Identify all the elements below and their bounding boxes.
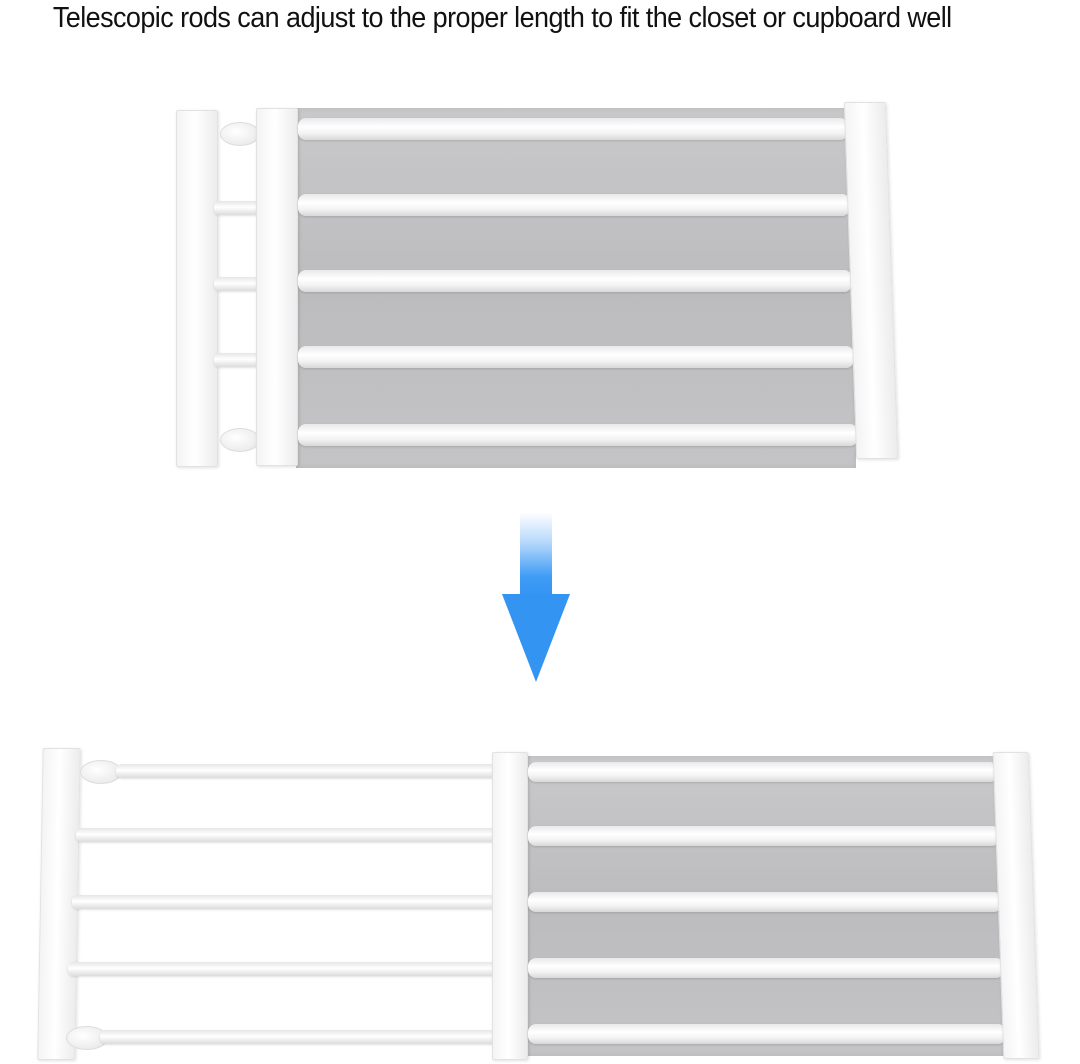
extended-rod — [116, 764, 496, 778]
rod-stub — [214, 201, 260, 215]
rod-cap — [220, 428, 260, 452]
arrow-down-icon — [502, 594, 570, 682]
rod — [298, 424, 858, 446]
rod — [298, 346, 854, 368]
extended-rod — [68, 962, 496, 976]
extended-rod — [72, 895, 496, 909]
end-frame-left — [176, 110, 218, 467]
caption-text: Telescopic rods can adjust to the proper… — [52, 2, 952, 34]
rod — [298, 194, 850, 216]
rod-cap — [220, 122, 260, 146]
rod — [298, 118, 848, 140]
rod — [528, 958, 1004, 978]
sliding-frame — [256, 108, 298, 466]
extended-rod — [76, 828, 496, 842]
arrow-shaft — [520, 512, 552, 598]
rod-cap — [80, 760, 122, 784]
rod — [528, 826, 1000, 846]
rod — [528, 762, 998, 782]
rod — [298, 270, 852, 292]
rod — [528, 1024, 1006, 1044]
rod-stub — [214, 353, 260, 367]
extended-rod — [100, 1030, 496, 1044]
rod-stub — [214, 277, 260, 291]
rod — [528, 892, 1002, 912]
sliding-frame — [492, 752, 528, 1060]
